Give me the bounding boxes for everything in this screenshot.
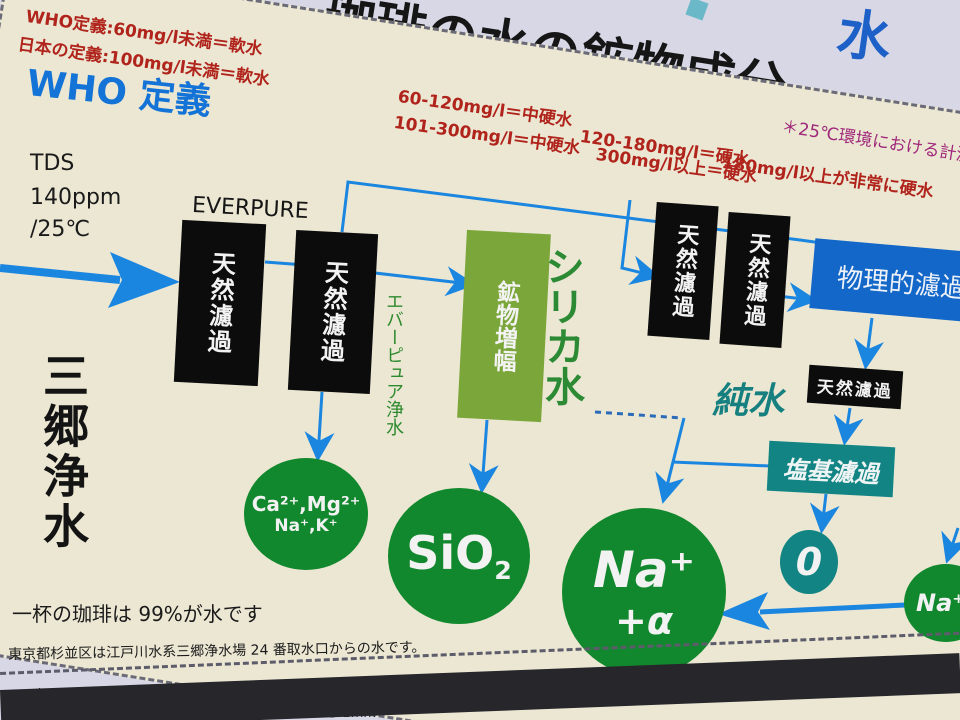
silica-subscript: 2 <box>494 556 512 586</box>
tds-label: TDS <box>30 151 75 176</box>
mineral-ions-circle: Ca²⁺,Mg²⁺ Na⁺,K⁺ <box>244 458 368 570</box>
tds-temperature: /25℃ <box>30 217 91 242</box>
silica-water-label: シリカ水 <box>538 246 584 406</box>
sodium-alpha-circle: Na⁺ +α <box>562 508 726 676</box>
plant-name: 三郷浄水 <box>36 352 90 552</box>
silica-formula: SiO <box>406 526 495 581</box>
pure-water-label: 純水 <box>712 381 785 422</box>
salt-base-filter-box: 塩基濾過 <box>766 440 896 498</box>
natural-filter-box-1: 天然濾過 <box>173 219 267 387</box>
mineral-ions-line2: Na⁺,K⁺ <box>274 516 338 536</box>
sodium-alpha-line1: Na⁺ <box>593 541 695 599</box>
sodium-alpha-line2: +α <box>615 599 673 643</box>
natural-filter-box-2: 天然濾過 <box>287 229 379 395</box>
sodium-right-value: Na⁺ <box>916 589 960 617</box>
natural-filter-box-3: 天然濾過 <box>647 202 719 340</box>
tds-value: 140ppm <box>30 185 122 210</box>
mineral-ions-line1: Ca²⁺,Mg²⁺ <box>251 492 361 516</box>
zero-circle: 0 <box>780 530 838 594</box>
zero-value: 0 <box>795 540 823 584</box>
everpure-water-label: エバーピュア浄水 <box>383 292 404 436</box>
natural-filter-small-box: 天然濾過 <box>806 364 904 410</box>
coffee-fact: 一杯の珈琲は 99%が水です <box>12 602 263 626</box>
silica-circle: SiO2 <box>388 488 530 624</box>
natural-filter-box-4: 天然濾過 <box>719 211 791 349</box>
